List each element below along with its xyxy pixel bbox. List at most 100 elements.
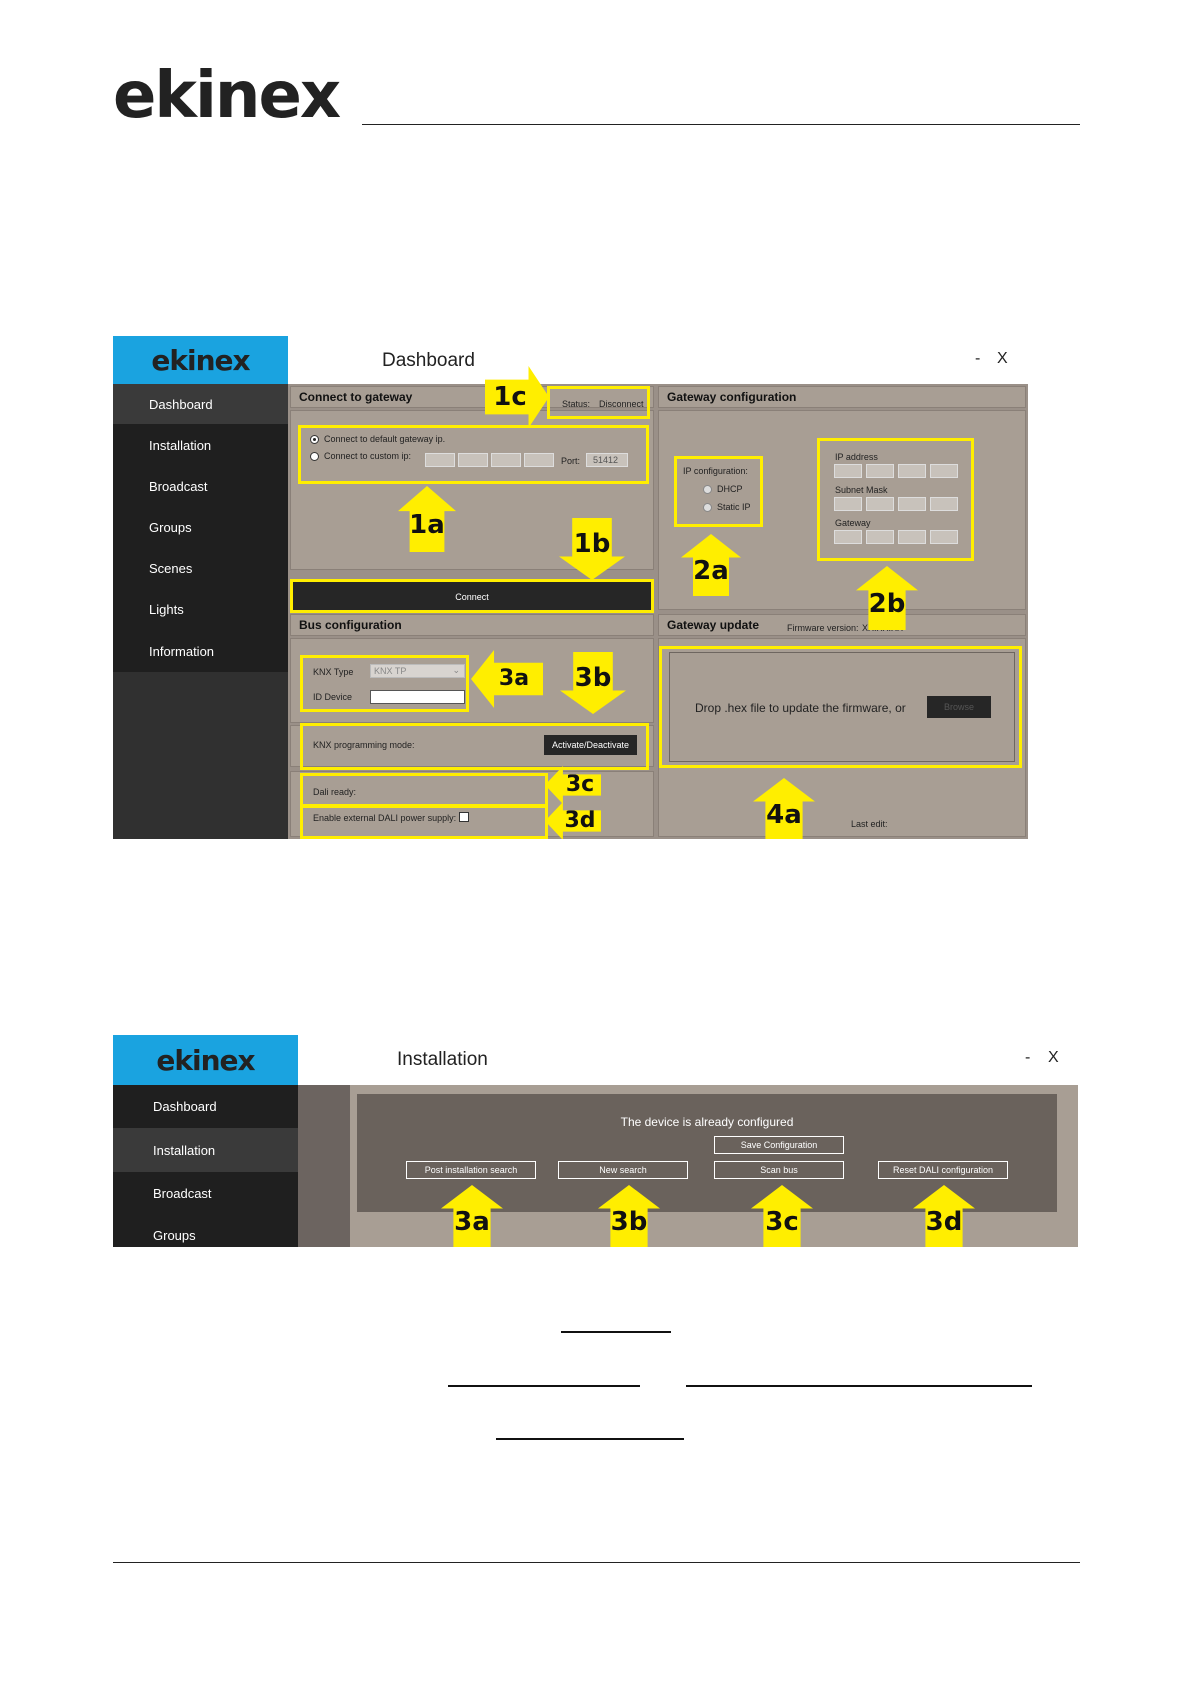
gateway-config-title: Gateway configuration xyxy=(667,390,797,404)
post-installation-search-button[interactable]: Post installation search xyxy=(406,1161,536,1179)
dali-power-label: Enable external DALI power supply: xyxy=(313,813,457,823)
activate-deactivate-button[interactable]: Activate/Deactivate xyxy=(544,735,637,755)
app-logo: ekinex xyxy=(113,336,288,384)
callout-3a-label: 3a xyxy=(454,1207,490,1237)
ip-address-octet-1[interactable] xyxy=(834,464,862,478)
gateway-config-header: Gateway configuration xyxy=(658,386,1026,408)
sidebar-item-information[interactable]: Information xyxy=(149,643,215,659)
last-edit-label: Last edit: xyxy=(851,819,888,829)
callout-3d-label: 3d xyxy=(564,808,596,833)
gateway-octet-4[interactable] xyxy=(930,530,958,544)
status-label: Status: xyxy=(562,399,591,409)
dhcp-label: DHCP xyxy=(717,484,743,494)
reset-dali-button[interactable]: Reset DALI configuration xyxy=(878,1161,1008,1179)
dhcp-option[interactable]: DHCP xyxy=(703,484,743,495)
content-gutter xyxy=(298,1085,350,1247)
sidebar-item-lights[interactable]: Lights xyxy=(149,602,184,617)
callout-2b-label: 2b xyxy=(868,589,906,619)
callout-1b-label: 1b xyxy=(573,529,611,559)
ip-address-label: IP address xyxy=(835,452,878,462)
bus-config-header: Bus configuration xyxy=(290,614,654,636)
sidebar-item-dashboard[interactable]: Dashboard xyxy=(153,1099,217,1114)
minimize-button[interactable]: - xyxy=(975,350,981,367)
window-title: Installation xyxy=(397,1049,488,1070)
new-search-button[interactable]: New search xyxy=(558,1161,688,1179)
close-button[interactable]: X xyxy=(1048,1049,1059,1066)
subnet-octet-1[interactable] xyxy=(834,497,862,511)
callout-3b-label: 3b xyxy=(574,663,612,693)
gateway-octet-1[interactable] xyxy=(834,530,862,544)
dali-ready-label: Dali ready: xyxy=(313,787,357,797)
static-ip-option[interactable]: Static IP xyxy=(703,502,751,513)
close-button[interactable]: X xyxy=(997,350,1008,367)
callout-4a-label: 4a xyxy=(766,800,802,830)
sidebar-item-broadcast[interactable]: Broadcast xyxy=(153,1186,212,1201)
static-ip-label: Static IP xyxy=(717,502,751,512)
ip-config-label: IP configuration: xyxy=(683,466,748,476)
radio-custom-ip[interactable] xyxy=(310,452,319,462)
drop-hint: Drop .hex file to update the firmware, o… xyxy=(695,701,906,715)
bus-config-title: Bus configuration xyxy=(299,618,402,632)
port-label: Port: xyxy=(561,456,581,466)
subnet-octet-2[interactable] xyxy=(866,497,894,511)
sidebar-item-broadcast[interactable]: Broadcast xyxy=(149,479,208,494)
text-line-placeholder xyxy=(448,1385,640,1387)
ekinex-logo: ekinex xyxy=(113,59,341,133)
connect-title: Connect to gateway xyxy=(299,390,413,404)
text-line-placeholder xyxy=(686,1385,1032,1387)
custom-ip-octet-4[interactable] xyxy=(524,453,554,467)
sidebar-item-groups[interactable]: Groups xyxy=(149,520,192,535)
knx-type-value: KNX TP xyxy=(374,666,407,676)
knx-type-label: KNX Type xyxy=(313,667,354,677)
sidebar: Dashboard Installation Broadcast Groups … xyxy=(113,384,288,839)
connect-button[interactable]: Connect xyxy=(290,582,654,612)
configured-message: The device is already configured xyxy=(620,1115,794,1129)
dali-power-checkbox[interactable] xyxy=(459,812,469,822)
knx-type-select[interactable]: KNX TP ⌄ xyxy=(370,664,465,678)
dashboard-screenshot: ekinex Dashboard - X Dashboard Installat… xyxy=(113,336,1028,839)
custom-ip-octet-3[interactable] xyxy=(491,453,521,467)
sidebar-item-installation[interactable]: Installation xyxy=(113,1128,298,1172)
callout-3b-label: 3b xyxy=(610,1207,648,1237)
callout-3c-label: 3c xyxy=(565,772,595,797)
ip-address-octet-3[interactable] xyxy=(898,464,926,478)
sidebar-item-installation[interactable]: Installation xyxy=(149,437,212,453)
port-field[interactable]: 51412 xyxy=(586,453,628,467)
firmware-label: Firmware version: xyxy=(787,623,859,633)
prog-mode-label: KNX programming mode: xyxy=(313,740,415,750)
radio-default-ip[interactable] xyxy=(310,435,319,445)
custom-ip-option[interactable]: Connect to custom ip: xyxy=(310,451,411,462)
save-configuration-button[interactable]: Save Configuration xyxy=(714,1136,844,1154)
sidebar-item-dashboard[interactable]: Dashboard xyxy=(113,384,288,424)
gateway-update-header: Gateway update xyxy=(658,614,1026,636)
scan-bus-button[interactable]: Scan bus xyxy=(714,1161,844,1179)
chevron-down-icon: ⌄ xyxy=(452,665,460,675)
sidebar: Dashboard Installation Broadcast Groups xyxy=(113,1085,298,1247)
connect-header: Connect to gateway xyxy=(290,386,654,408)
id-device-label: ID Device xyxy=(313,692,353,702)
callout-1a-label: 1a xyxy=(409,510,445,540)
window-title: Dashboard xyxy=(382,350,475,371)
radio-static-ip[interactable] xyxy=(703,503,712,513)
ip-address-octet-2[interactable] xyxy=(866,464,894,478)
id-device-input[interactable] xyxy=(370,690,465,704)
subnet-octet-4[interactable] xyxy=(930,497,958,511)
status-value: Disconnect xyxy=(599,399,644,409)
gateway-octet-2[interactable] xyxy=(866,530,894,544)
default-ip-label: Connect to default gateway ip. xyxy=(324,434,446,444)
sidebar-filler xyxy=(113,672,288,839)
subnet-mask-label: Subnet Mask xyxy=(835,485,888,495)
ip-address-octet-4[interactable] xyxy=(930,464,958,478)
custom-ip-octet-2[interactable] xyxy=(458,453,488,467)
default-ip-option[interactable]: Connect to default gateway ip. xyxy=(310,434,446,445)
radio-dhcp[interactable] xyxy=(703,485,712,495)
sidebar-item-groups[interactable]: Groups xyxy=(153,1227,196,1243)
callout-2a-label: 2a xyxy=(693,556,729,586)
minimize-button[interactable]: - xyxy=(1025,1049,1031,1066)
gateway-octet-3[interactable] xyxy=(898,530,926,544)
browse-button[interactable]: Browse xyxy=(927,696,991,718)
callout-3a-label: 3a xyxy=(498,666,530,691)
custom-ip-octet-1[interactable] xyxy=(425,453,455,467)
sidebar-item-scenes[interactable]: Scenes xyxy=(149,561,193,576)
subnet-octet-3[interactable] xyxy=(898,497,926,511)
